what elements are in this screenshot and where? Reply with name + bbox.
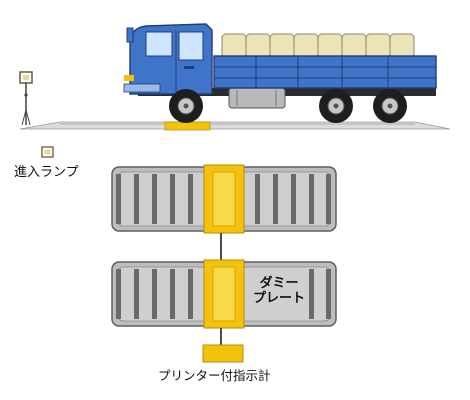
- entry-lamp-post: [19, 71, 33, 126]
- truck: [123, 23, 437, 123]
- entry-lamp-label: 進入ランプ: [14, 165, 79, 180]
- dummy-plate-label-line1: ダミー: [259, 276, 299, 291]
- ground-platform: [19, 121, 451, 131]
- printer-indicator-label: プリンター付指示計: [158, 368, 271, 383]
- cargo-bags: [221, 33, 415, 59]
- truck-wheel-rear-2: [373, 89, 407, 123]
- scale-plate-2: [111, 259, 337, 329]
- entry-lamp-icon: [41, 146, 54, 158]
- truck-wheel-front: [169, 89, 203, 123]
- dummy-plate-label: ダミー プレート: [251, 276, 307, 306]
- printer-indicator-box: [202, 344, 244, 363]
- truck-wheel-rear-1: [319, 89, 353, 123]
- scale-plate-1: [111, 164, 337, 234]
- dummy-plate-label-line2: プレート: [252, 291, 305, 306]
